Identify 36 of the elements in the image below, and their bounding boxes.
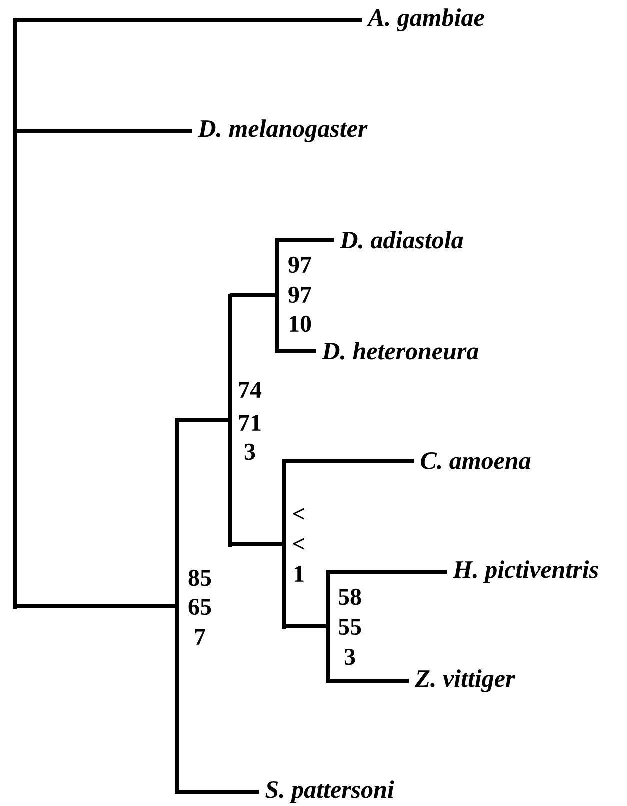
taxon-label: S. pattersoni — [266, 780, 394, 804]
support-value: 3 — [344, 648, 356, 666]
branch-line — [277, 349, 316, 353]
taxon-label: Z. vittiger — [415, 670, 516, 692]
branch-line — [284, 624, 328, 628]
branch-line — [15, 129, 192, 133]
support-value: 65 — [188, 598, 212, 616]
support-value: 3 — [244, 444, 256, 460]
taxon-label: D. melanogaster — [198, 120, 368, 142]
support-value: 97 — [288, 256, 312, 274]
taxon-label: H. pictiventris — [453, 560, 598, 584]
support-value: 85 — [188, 570, 212, 586]
support-value: 7 — [195, 629, 206, 645]
taxon-label: C. amoena — [421, 452, 531, 470]
branch-line — [230, 294, 277, 298]
branch-line — [328, 679, 409, 683]
support-value: < — [293, 508, 304, 520]
branch-line — [177, 790, 259, 794]
support-value: 74 — [239, 382, 262, 398]
support-value: 97 — [288, 286, 312, 304]
support-value: 1 — [294, 566, 304, 582]
branch-line — [230, 542, 284, 546]
branch-line — [284, 459, 414, 463]
taxon-label: D. heteroneura — [322, 342, 479, 360]
taxon-label: A. gambiae — [366, 8, 484, 32]
branch-line — [177, 418, 230, 422]
support-value: 10 — [290, 316, 312, 332]
support-value: 58 — [338, 588, 362, 606]
branch-line — [277, 238, 334, 242]
branch-line — [15, 604, 177, 608]
branch-line — [328, 570, 447, 574]
support-value: 71 — [239, 415, 261, 431]
support-value: < — [293, 538, 304, 550]
branch-line — [15, 18, 362, 22]
taxon-label: D. adiastola — [340, 231, 464, 249]
support-value: 55 — [338, 619, 362, 635]
